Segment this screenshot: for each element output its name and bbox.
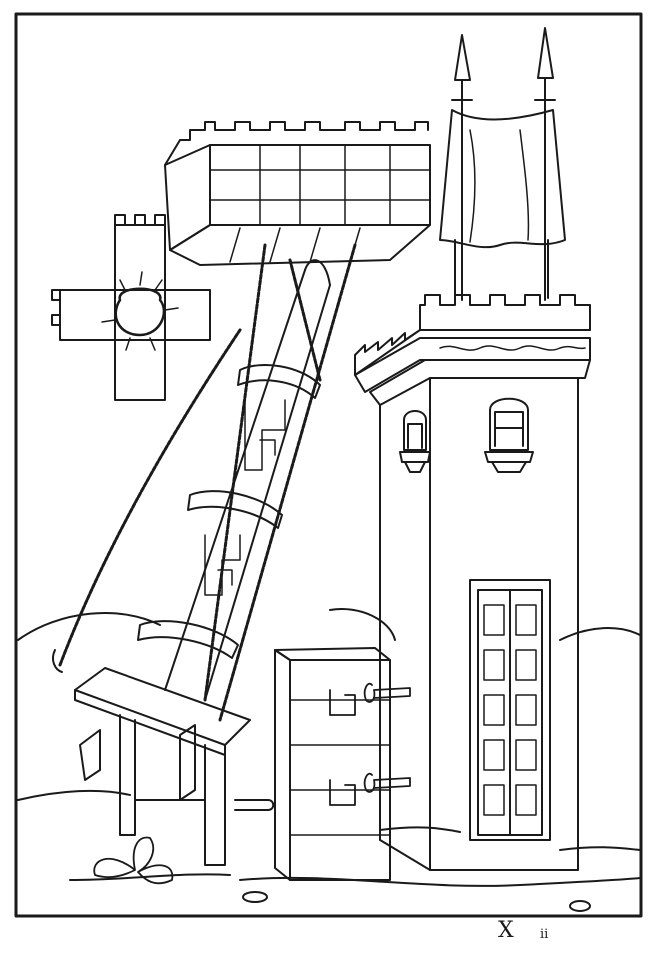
cross-crenels-left — [51, 289, 61, 326]
tower-door-panels — [483, 604, 537, 816]
cross-horizontal-arm — [59, 289, 211, 341]
gate-hinge-1 — [329, 689, 356, 716]
trestle-leg-front — [119, 714, 136, 836]
platform-underside — [169, 224, 431, 266]
tower-door-frame — [469, 579, 551, 841]
gate-block — [274, 647, 411, 881]
gate-side — [274, 649, 291, 881]
rope-end-tassel — [52, 649, 63, 673]
trestle-top-edge — [74, 689, 226, 756]
foreground-path — [69, 873, 641, 887]
gate-top — [274, 647, 391, 661]
banner-folds — [469, 129, 530, 243]
rope-pole-right — [218, 243, 357, 722]
tower-window-left-sill — [399, 451, 431, 473]
ropes — [52, 243, 357, 722]
banner-cloth — [439, 109, 566, 249]
cross-center-ring — [114, 287, 166, 337]
trestle-base — [74, 667, 275, 866]
trestle-leg-back — [204, 744, 226, 866]
tower-window-left — [403, 410, 427, 451]
cross-spikes — [101, 271, 179, 351]
ground-hills — [17, 608, 641, 641]
rope-pole-left — [203, 243, 267, 702]
tower-cornice-band — [369, 359, 591, 406]
spear-right — [537, 27, 554, 301]
banner-with-spears — [439, 27, 566, 301]
gate-planks — [289, 699, 391, 836]
mast-collar-2 — [187, 490, 283, 529]
mast-shaft-right — [204, 284, 331, 701]
trestle-brace — [79, 724, 196, 801]
tower-window-right — [489, 397, 529, 451]
rope-long — [58, 328, 242, 667]
siege-platform — [164, 121, 431, 266]
platform-top-battlement — [164, 121, 429, 166]
tower-window-right-sill — [484, 451, 534, 473]
trestle-top — [74, 667, 251, 746]
trestle-crossbeam — [134, 799, 275, 811]
folio-mark: ii — [540, 927, 549, 942]
ground-line — [17, 789, 641, 851]
cross-crenels-top — [114, 214, 166, 226]
frame-border — [14, 12, 643, 918]
tower-cornice — [354, 337, 591, 393]
plant — [93, 836, 174, 885]
tower — [354, 294, 591, 871]
platform-front-planks — [209, 144, 431, 226]
pebble — [242, 891, 268, 903]
tower-front-face — [429, 377, 579, 871]
pebble-2 — [569, 900, 591, 912]
lifting-mast — [137, 259, 331, 701]
mast-collar-3 — [137, 620, 239, 659]
mast-fitting-1 — [244, 399, 286, 471]
gate-bolt-2 — [363, 772, 411, 793]
platform-side — [164, 144, 211, 251]
spear-left — [454, 34, 471, 301]
mast-tip — [304, 259, 331, 286]
rope-right — [288, 258, 322, 382]
tower-battlement — [419, 294, 591, 331]
gate-hinge-2 — [329, 779, 356, 806]
platform-front — [209, 144, 431, 226]
gate-bolt-1 — [363, 682, 411, 703]
tower-side-face — [379, 404, 431, 871]
platform-floor-boards — [229, 227, 361, 263]
cross-vertical-arm — [114, 224, 166, 401]
signature-mark: X — [498, 918, 514, 943]
tower-cornice-ornament — [439, 345, 586, 351]
mast-collar-1 — [237, 364, 321, 399]
cross-grapple — [51, 214, 211, 401]
